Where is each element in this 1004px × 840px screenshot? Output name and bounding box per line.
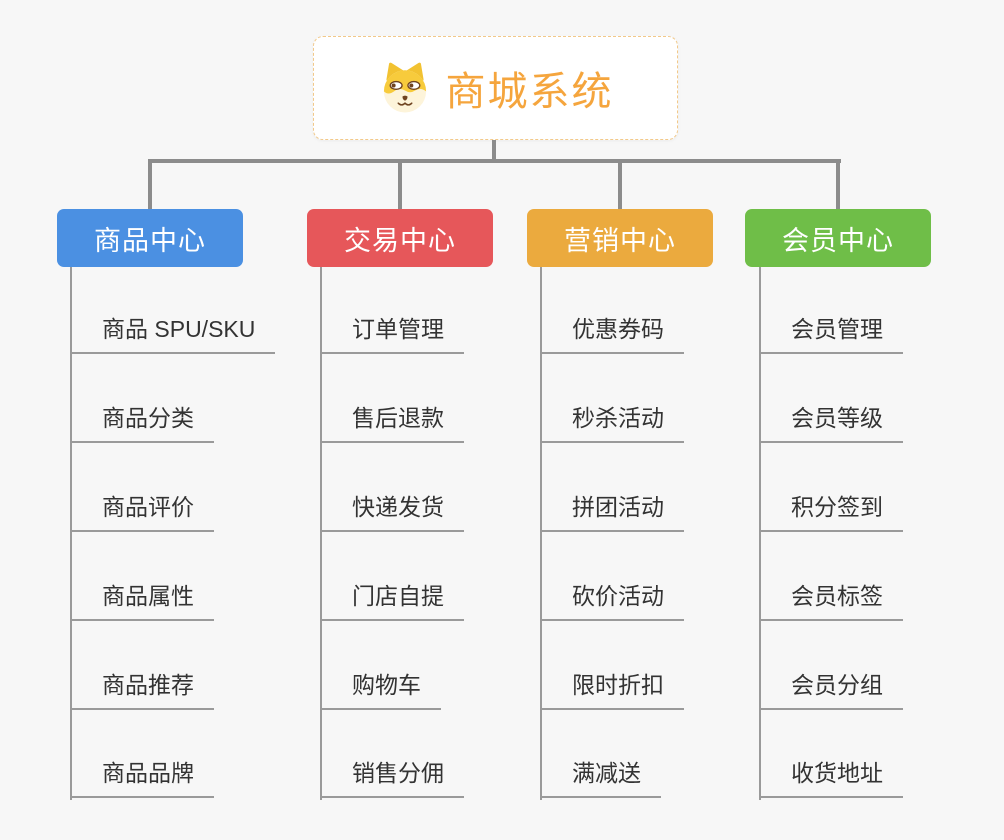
leaf-node[interactable]: 销售分佣 <box>320 756 464 798</box>
connector-horizontal-bar <box>148 159 841 163</box>
leaf-node[interactable]: 快递发货 <box>320 490 464 532</box>
leaf-node[interactable]: 满减送 <box>540 756 661 798</box>
connector-drop-trade <box>398 159 402 209</box>
leaf-node[interactable]: 商品 SPU/SKU <box>70 312 276 354</box>
leaf-node[interactable]: 商品品牌 <box>70 756 214 798</box>
leaf-node[interactable]: 会员分组 <box>759 668 903 710</box>
branch-node-member-center[interactable]: 会员中心 <box>745 209 931 267</box>
leaf-node[interactable]: 会员等级 <box>759 401 903 443</box>
leaf-node[interactable]: 门店自提 <box>320 579 464 621</box>
leaf-node[interactable]: 会员标签 <box>759 579 903 621</box>
leaf-node[interactable]: 积分签到 <box>759 490 903 532</box>
connector-root-stem <box>492 140 496 161</box>
connector-drop-product <box>148 159 152 209</box>
branch-node-marketing-center[interactable]: 营销中心 <box>527 209 713 267</box>
dog-face-icon <box>383 62 426 113</box>
branch-spine-trade <box>320 267 322 800</box>
connector-drop-marketing <box>618 159 622 209</box>
leaf-node[interactable]: 商品属性 <box>70 579 214 621</box>
leaf-node[interactable]: 优惠券码 <box>540 312 684 354</box>
leaf-node[interactable]: 会员管理 <box>759 312 903 354</box>
leaf-node[interactable]: 购物车 <box>320 668 441 710</box>
root-title: 商城系统 <box>445 70 614 114</box>
leaf-node[interactable]: 商品分类 <box>70 401 214 443</box>
leaf-node[interactable]: 秒杀活动 <box>540 401 684 443</box>
leaf-node[interactable]: 商品评价 <box>70 490 214 532</box>
leaf-node[interactable]: 砍价活动 <box>540 579 684 621</box>
branch-node-trade-center[interactable]: 交易中心 <box>307 209 493 267</box>
connector-drop-member <box>836 159 840 209</box>
leaf-node[interactable]: 限时折扣 <box>540 668 684 710</box>
branch-spine-member <box>759 267 761 800</box>
leaf-node[interactable]: 售后退款 <box>320 401 464 443</box>
branch-spine-marketing <box>540 267 542 800</box>
root-node[interactable]: 商城系统 <box>313 36 678 140</box>
branch-spine-product <box>70 267 72 800</box>
branch-node-product-center[interactable]: 商品中心 <box>57 209 243 267</box>
leaf-node[interactable]: 拼团活动 <box>540 490 684 532</box>
leaf-node[interactable]: 订单管理 <box>320 312 464 354</box>
leaf-node[interactable]: 商品推荐 <box>70 668 214 710</box>
leaf-node[interactable]: 收货地址 <box>759 756 903 798</box>
